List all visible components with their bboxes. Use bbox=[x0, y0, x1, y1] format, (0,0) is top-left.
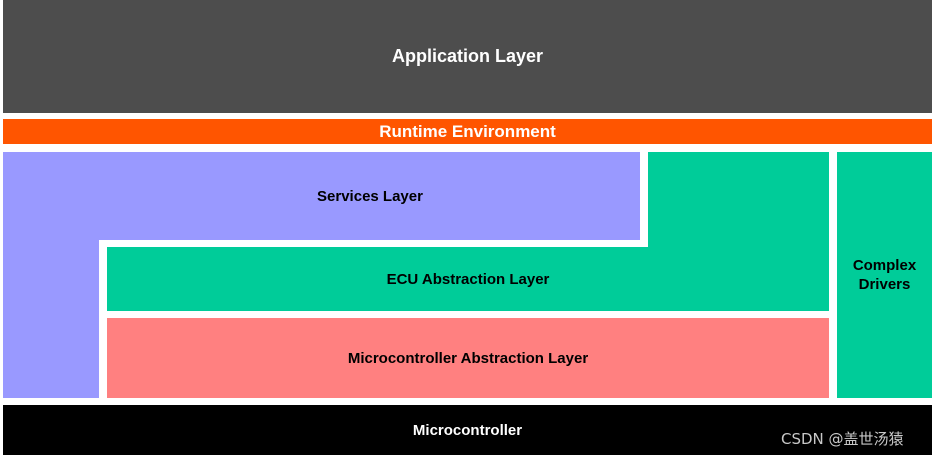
ecu-abstraction-layer: ECU Abstraction Layer bbox=[107, 247, 829, 311]
runtime-environment-label: Runtime Environment bbox=[379, 121, 556, 141]
microcontroller-abstraction-layer: Microcontroller Abstraction Layer bbox=[107, 318, 829, 398]
ecu-abstraction-layer-body bbox=[107, 247, 829, 311]
services-layer: Services Layer bbox=[100, 152, 640, 240]
complex-drivers-label-line1: Complex bbox=[852, 257, 917, 274]
ecu-abstraction-layer-label: ECU Abstraction Layer bbox=[386, 270, 550, 288]
microcontroller-layer: Microcontroller bbox=[3, 405, 932, 455]
application-layer: Application Layer bbox=[3, 0, 932, 113]
services-layer-top bbox=[3, 152, 640, 240]
ecu-abstraction-layer-tab bbox=[648, 152, 829, 247]
complex-drivers-label-line2: Drivers bbox=[858, 276, 911, 293]
microcontroller-label: Microcontroller bbox=[412, 421, 523, 439]
services-layer-label: Services Layer bbox=[317, 187, 423, 205]
runtime-environment-layer: Runtime Environment bbox=[3, 119, 932, 144]
services-layer-left-column bbox=[3, 240, 99, 398]
application-layer-label: Application Layer bbox=[391, 46, 544, 66]
complex-drivers-layer: Complex Drivers bbox=[837, 152, 932, 398]
microcontroller-abstraction-layer-label: Microcontroller Abstraction Layer bbox=[347, 349, 589, 367]
